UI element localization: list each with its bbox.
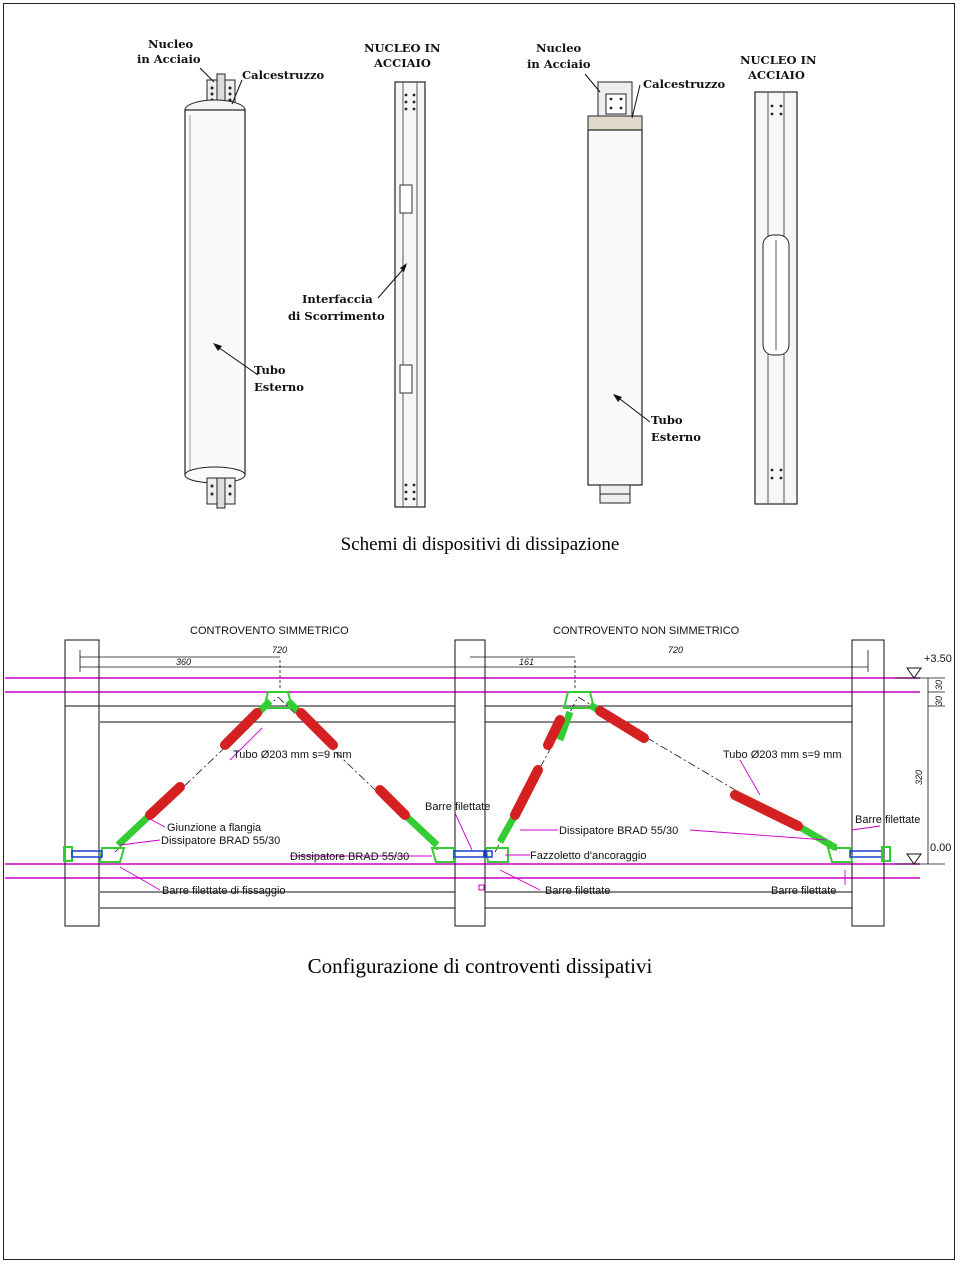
device-2-core: [754, 91, 798, 505]
label-esterno-1: Esterno: [254, 380, 304, 394]
label-dissipatore-2: Dissipatore BRAD 55/30: [290, 851, 409, 863]
label-barre-bottom-mid: Barre filettate: [545, 885, 610, 897]
label-nucleo-in-2: NUCLEO IN: [740, 53, 817, 67]
label-tubo-1: Tubo: [254, 363, 286, 377]
label-acciaio-2: ACCIAIO: [747, 68, 805, 82]
label-esterno-2: Esterno: [651, 430, 701, 444]
label-giunzione: Giunzione a flangia: [167, 822, 262, 834]
label-dissipatore-3: Dissipatore BRAD 55/30: [559, 825, 678, 837]
level-bottom: 0.00: [930, 842, 951, 854]
dim-720a: 720: [272, 645, 287, 655]
level-top: +3.50: [924, 653, 952, 665]
caption-dissipation-devices: Schemi di dispositivi di dissipazione: [340, 534, 620, 555]
dim-30a: 30: [934, 680, 944, 690]
label-dissipatore-1: Dissipatore BRAD 55/30: [161, 835, 280, 847]
dim-720b: 720: [668, 645, 683, 655]
label-tubo-left: Tubo Ø203 mm s=9 mm: [233, 749, 352, 761]
device-2-square: [584, 73, 651, 504]
dim-161: 161: [519, 657, 534, 667]
label-fazzoletto: Fazzoletto d'ancoraggio: [530, 850, 646, 862]
label-nucleo-1: Nucleo: [148, 37, 194, 51]
label-barre-filettate-right: Barre filettate: [855, 814, 920, 826]
dim-30b: 30: [934, 696, 944, 706]
label-tubo-2: Tubo: [651, 413, 683, 427]
label-calcestruzzo-1: Calcestruzzo: [242, 68, 325, 82]
device-1-circular: [184, 67, 259, 509]
caption-bracing-configuration: Configurazione di controventi dissipativ…: [307, 954, 653, 978]
label-tubo-right: Tubo Ø203 mm s=9 mm: [723, 749, 842, 761]
brace-symmetric: [63, 691, 485, 863]
label-barre-bottom-right: Barre filettate: [771, 885, 836, 897]
label-nucleo-2: Nucleo: [536, 41, 582, 55]
frame-structure: [5, 639, 945, 927]
label-nucleo-in-1: NUCLEO IN: [364, 41, 441, 55]
label-acciaio-1: ACCIAIO: [373, 56, 431, 70]
page-frame: [3, 3, 955, 1260]
label-barre-fissaggio: Barre filettate di fissaggio: [162, 885, 286, 897]
title-asymmetric: CONTROVENTO NON SIMMETRICO: [553, 625, 740, 637]
label-interfaccia: Interfaccia: [302, 292, 373, 306]
dim-320: 320: [914, 770, 924, 785]
label-in-acciaio-1: in Acciaio: [137, 52, 201, 66]
device-1-core: [377, 81, 426, 508]
title-symmetric: CONTROVENTO SIMMETRICO: [190, 625, 349, 637]
dim-360: 360: [176, 657, 191, 667]
label-barre-filettate-mid: Barre filettate: [425, 801, 490, 813]
label-leaders: [119, 727, 881, 891]
label-calcestruzzo-2: Calcestruzzo: [643, 77, 726, 91]
label-scorrimento: di Scorrimento: [288, 309, 385, 323]
label-in-acciaio-2: in Acciaio: [527, 57, 591, 71]
brace-asymmetric: [484, 691, 891, 863]
